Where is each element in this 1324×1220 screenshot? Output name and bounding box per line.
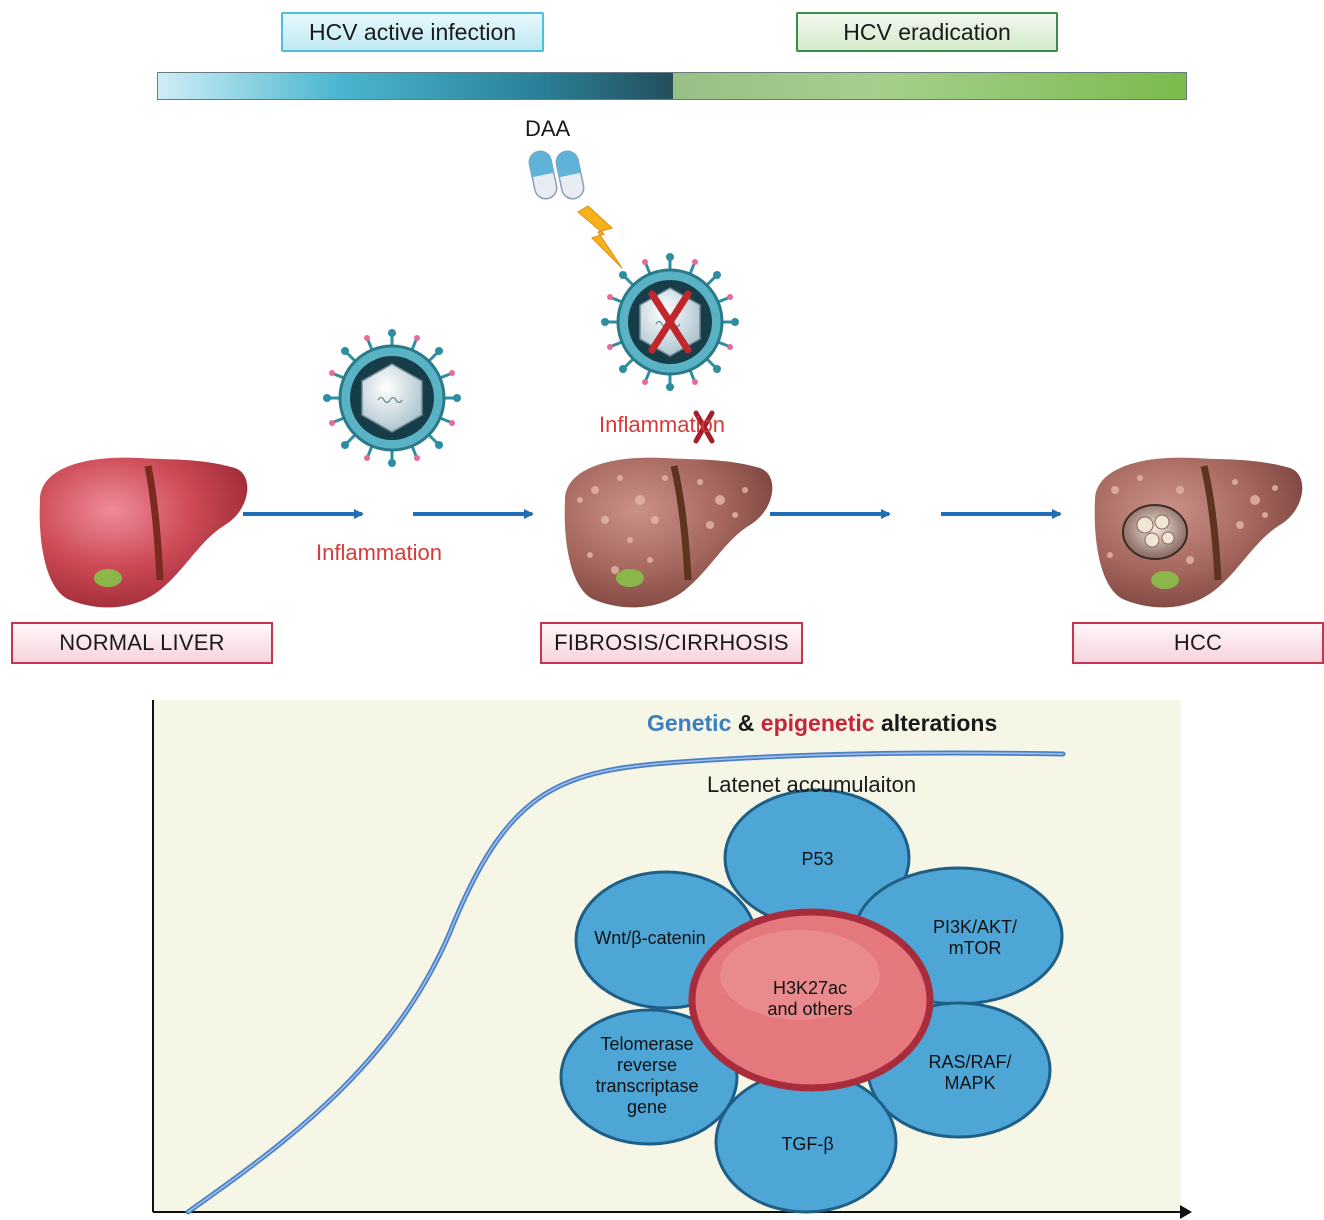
petal-tgf-label: TGF-β [735,1126,880,1162]
x-axis-arrowhead [1180,1205,1192,1219]
petal-tgf-text: TGF-β [781,1133,834,1154]
hcv-virus-eradicated-icon [599,251,741,393]
stage-normal-text: NORMAL LIVER [59,630,225,655]
phase-label-active-infection: HCV active infection [281,12,544,52]
stage-fibrosis-cirrhosis: FIBROSIS/CIRRHOSIS [540,622,803,664]
capsule-icon [528,150,585,200]
petal-wnt-text: Wnt/β-catenin [594,927,706,948]
normal-liver-image [39,457,248,608]
petal-telomerase-label: Telomerase reverse transcriptase gene [572,1031,722,1121]
petal-p53-label: P53 [740,840,895,878]
timeline-active-segment [158,73,673,99]
title-alterations: alterations [880,710,998,736]
petal-pi3k-line2: mTOR [948,938,1002,958]
inflammation-label: Inflammation [316,540,442,565]
stage-normal-liver: NORMAL LIVER [11,622,273,664]
phase-eradication-text: HCV eradication [843,18,1011,45]
curve-label: Latenet accumulaiton [707,772,917,797]
stage-fibrosis-text: FIBROSIS/CIRRHOSIS [554,630,789,655]
petal-ras-line2: MAPK [944,1073,996,1093]
petal-telo-line3: transcriptase [595,1076,699,1096]
lightning-bolt-icon [577,205,623,269]
petal-telomerase [559,1008,739,1146]
petal-pi3k-line1: PI3K/AKT/ [932,917,1018,937]
title-genetic: Genetic [647,710,732,736]
inflammation-blocked-label: Inflammation [599,412,725,437]
petal-telo-line1: Telomerase [600,1034,694,1054]
hcc-liver-image [1094,457,1303,608]
phase-label-eradication: HCV eradication [796,12,1058,52]
petal-telo-line2: reverse [616,1055,678,1075]
petal-pi3k-label: PI3K/AKT/ mTOR [900,915,1050,961]
title-epigenetic: epigenetic [760,710,875,736]
center-line2: and others [767,999,853,1019]
blocked-x-icon [693,410,715,444]
phase-active-text: HCV active infection [308,18,517,45]
petal-wnt-label: Wnt/β-catenin [580,922,720,954]
petal-ras-line1: RAS/RAF/ [928,1052,1012,1072]
stage-hcc: HCC [1072,622,1324,664]
title-ampersand: & [737,710,755,736]
alterations-title: Genetic & epigenetic alterations [647,710,997,737]
petal-telo-line4: gene [626,1097,668,1117]
timeline-eradication-segment [673,73,1186,99]
center-line1: H3K27ac [772,978,848,998]
daa-label: DAA [525,116,571,141]
fibrotic-liver-image [564,457,773,608]
center-label: H3K27ac and others [730,976,890,1022]
petal-ras-label: RAS/RAF/ MAPK [895,1050,1045,1096]
stage-hcc-text: HCC [1173,630,1223,655]
timeline-bar [157,72,1187,100]
petal-p53-text: P53 [801,848,834,869]
